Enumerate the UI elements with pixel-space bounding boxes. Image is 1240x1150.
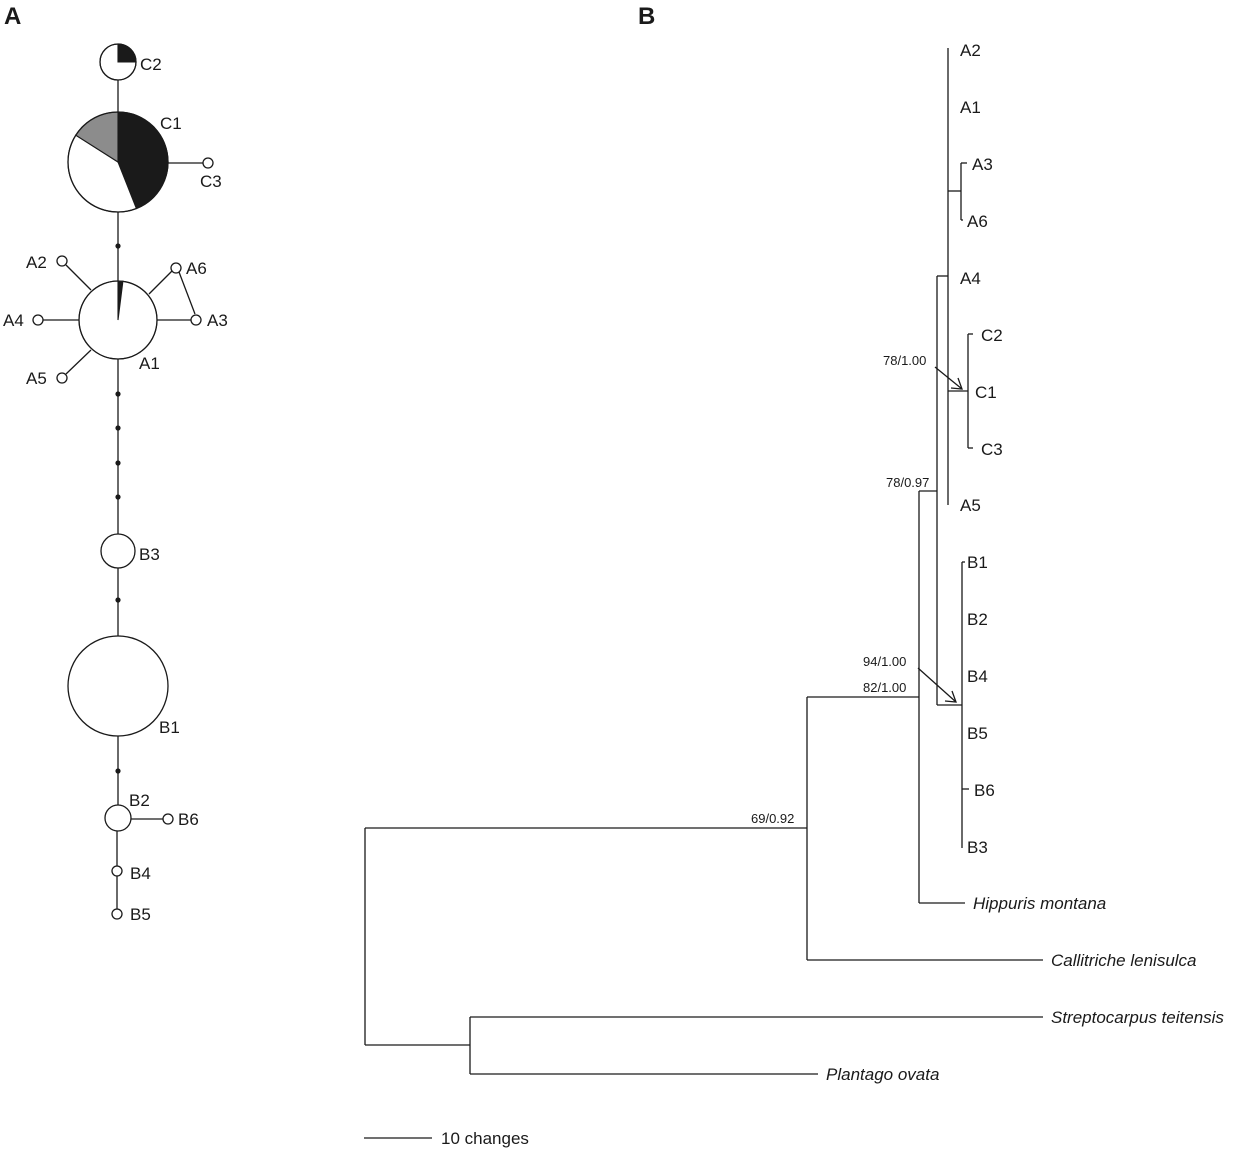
hap-node-a2 <box>56 255 68 267</box>
tip-label-a3: A3 <box>972 155 993 174</box>
hap-label-c3: C3 <box>200 172 222 191</box>
edge-a1-a5 <box>65 349 92 375</box>
tree-branches <box>364 48 1043 1075</box>
tip-label-a6: A6 <box>967 212 988 231</box>
hap-label-c2: C2 <box>140 55 162 74</box>
support-arrows <box>917 366 963 703</box>
median-vector <box>115 494 121 500</box>
tip-label-a2: A2 <box>960 41 981 60</box>
hap-node-a4 <box>32 314 44 326</box>
median-vector <box>115 768 121 774</box>
scale-bar-label: 10 changes <box>441 1129 529 1148</box>
hap-label-b4: B4 <box>130 864 151 883</box>
hap-label-a2: A2 <box>26 253 47 272</box>
hap-label-a3: A3 <box>207 311 228 330</box>
hap-node-c3 <box>202 157 214 169</box>
edge-a1-a6 <box>148 270 173 295</box>
support-label-hippuris-clade: 78/0.97 <box>886 475 929 490</box>
hap-node-b2 <box>104 804 132 832</box>
support-arrow-b <box>917 667 957 703</box>
support-arrowhead-b <box>944 690 957 703</box>
hap-node-a5 <box>56 372 68 384</box>
hap-label-c1: C1 <box>160 114 182 133</box>
hap-node-a3 <box>190 314 202 326</box>
hap-node-b4 <box>111 865 123 877</box>
tip-label-hippuris: Hippuris montana <box>973 894 1106 913</box>
median-vector <box>115 425 121 431</box>
pie-outline-c1 <box>67 111 169 213</box>
hap-node-c1 <box>67 111 169 213</box>
hap-node-b1 <box>67 635 169 737</box>
hap-node-a6 <box>170 262 182 274</box>
pie-outline-a1 <box>78 280 158 360</box>
edge-a1-a2 <box>65 264 92 291</box>
hap-label-b2: B2 <box>129 791 150 810</box>
tip-label-b5: B5 <box>967 724 988 743</box>
tip-label-b3: B3 <box>967 838 988 857</box>
tip-label-callitriche: Callitriche lenisulca <box>1051 951 1197 970</box>
hap-label-a4: A4 <box>3 311 24 330</box>
support-label-b-clade: 94/1.00 <box>863 654 906 669</box>
pie-outline-c2 <box>99 43 137 81</box>
support-label-c-clade: 78/1.00 <box>883 353 926 368</box>
tip-label-b2: B2 <box>967 610 988 629</box>
hap-label-b5: B5 <box>130 905 151 924</box>
scale-bar: 10 changes <box>364 1129 529 1148</box>
support-label-ingroup: 69/0.92 <box>751 811 794 826</box>
tip-label-a1: A1 <box>960 98 981 117</box>
tip-label-streptocarpus: Streptocarpus teitensis <box>1051 1008 1224 1027</box>
tip-label-plantago: Plantago ovata <box>826 1065 939 1084</box>
hap-label-a5: A5 <box>26 369 47 388</box>
hap-label-b3: B3 <box>139 545 160 564</box>
hap-node-b6 <box>162 813 174 825</box>
panel-a-letter: A <box>4 3 21 30</box>
panel-b-letter: B <box>638 3 655 30</box>
panel-b: B <box>364 3 1224 1148</box>
median-vector <box>115 391 121 397</box>
support-label-hippuris-callitriche: 82/1.00 <box>863 680 906 695</box>
median-vectors <box>115 243 121 774</box>
edge-a6-a3 <box>178 271 196 315</box>
support-arrow-c <box>934 366 963 390</box>
tip-label-b6: B6 <box>974 781 995 800</box>
panel-a: A <box>3 3 228 924</box>
tip-label-b4: B4 <box>967 667 988 686</box>
hap-node-b5 <box>111 908 123 920</box>
median-vector <box>115 243 121 249</box>
hap-label-a6: A6 <box>186 259 207 278</box>
median-vector <box>115 460 121 466</box>
hap-label-b1: B1 <box>159 718 180 737</box>
tip-label-c2: C2 <box>981 326 1003 345</box>
hap-node-c2 <box>99 43 137 81</box>
tip-label-c3: C3 <box>981 440 1003 459</box>
tip-label-a5: A5 <box>960 496 981 515</box>
hap-node-a1 <box>78 280 158 360</box>
tip-label-a4: A4 <box>960 269 981 288</box>
hap-node-b3 <box>100 533 136 569</box>
hap-label-a1: A1 <box>139 354 160 373</box>
hap-label-b6: B6 <box>178 810 199 829</box>
tip-label-b1: B1 <box>967 553 988 572</box>
median-vector <box>115 597 121 603</box>
support-arrowhead-c <box>950 377 963 390</box>
tip-label-c1: C1 <box>975 383 997 402</box>
